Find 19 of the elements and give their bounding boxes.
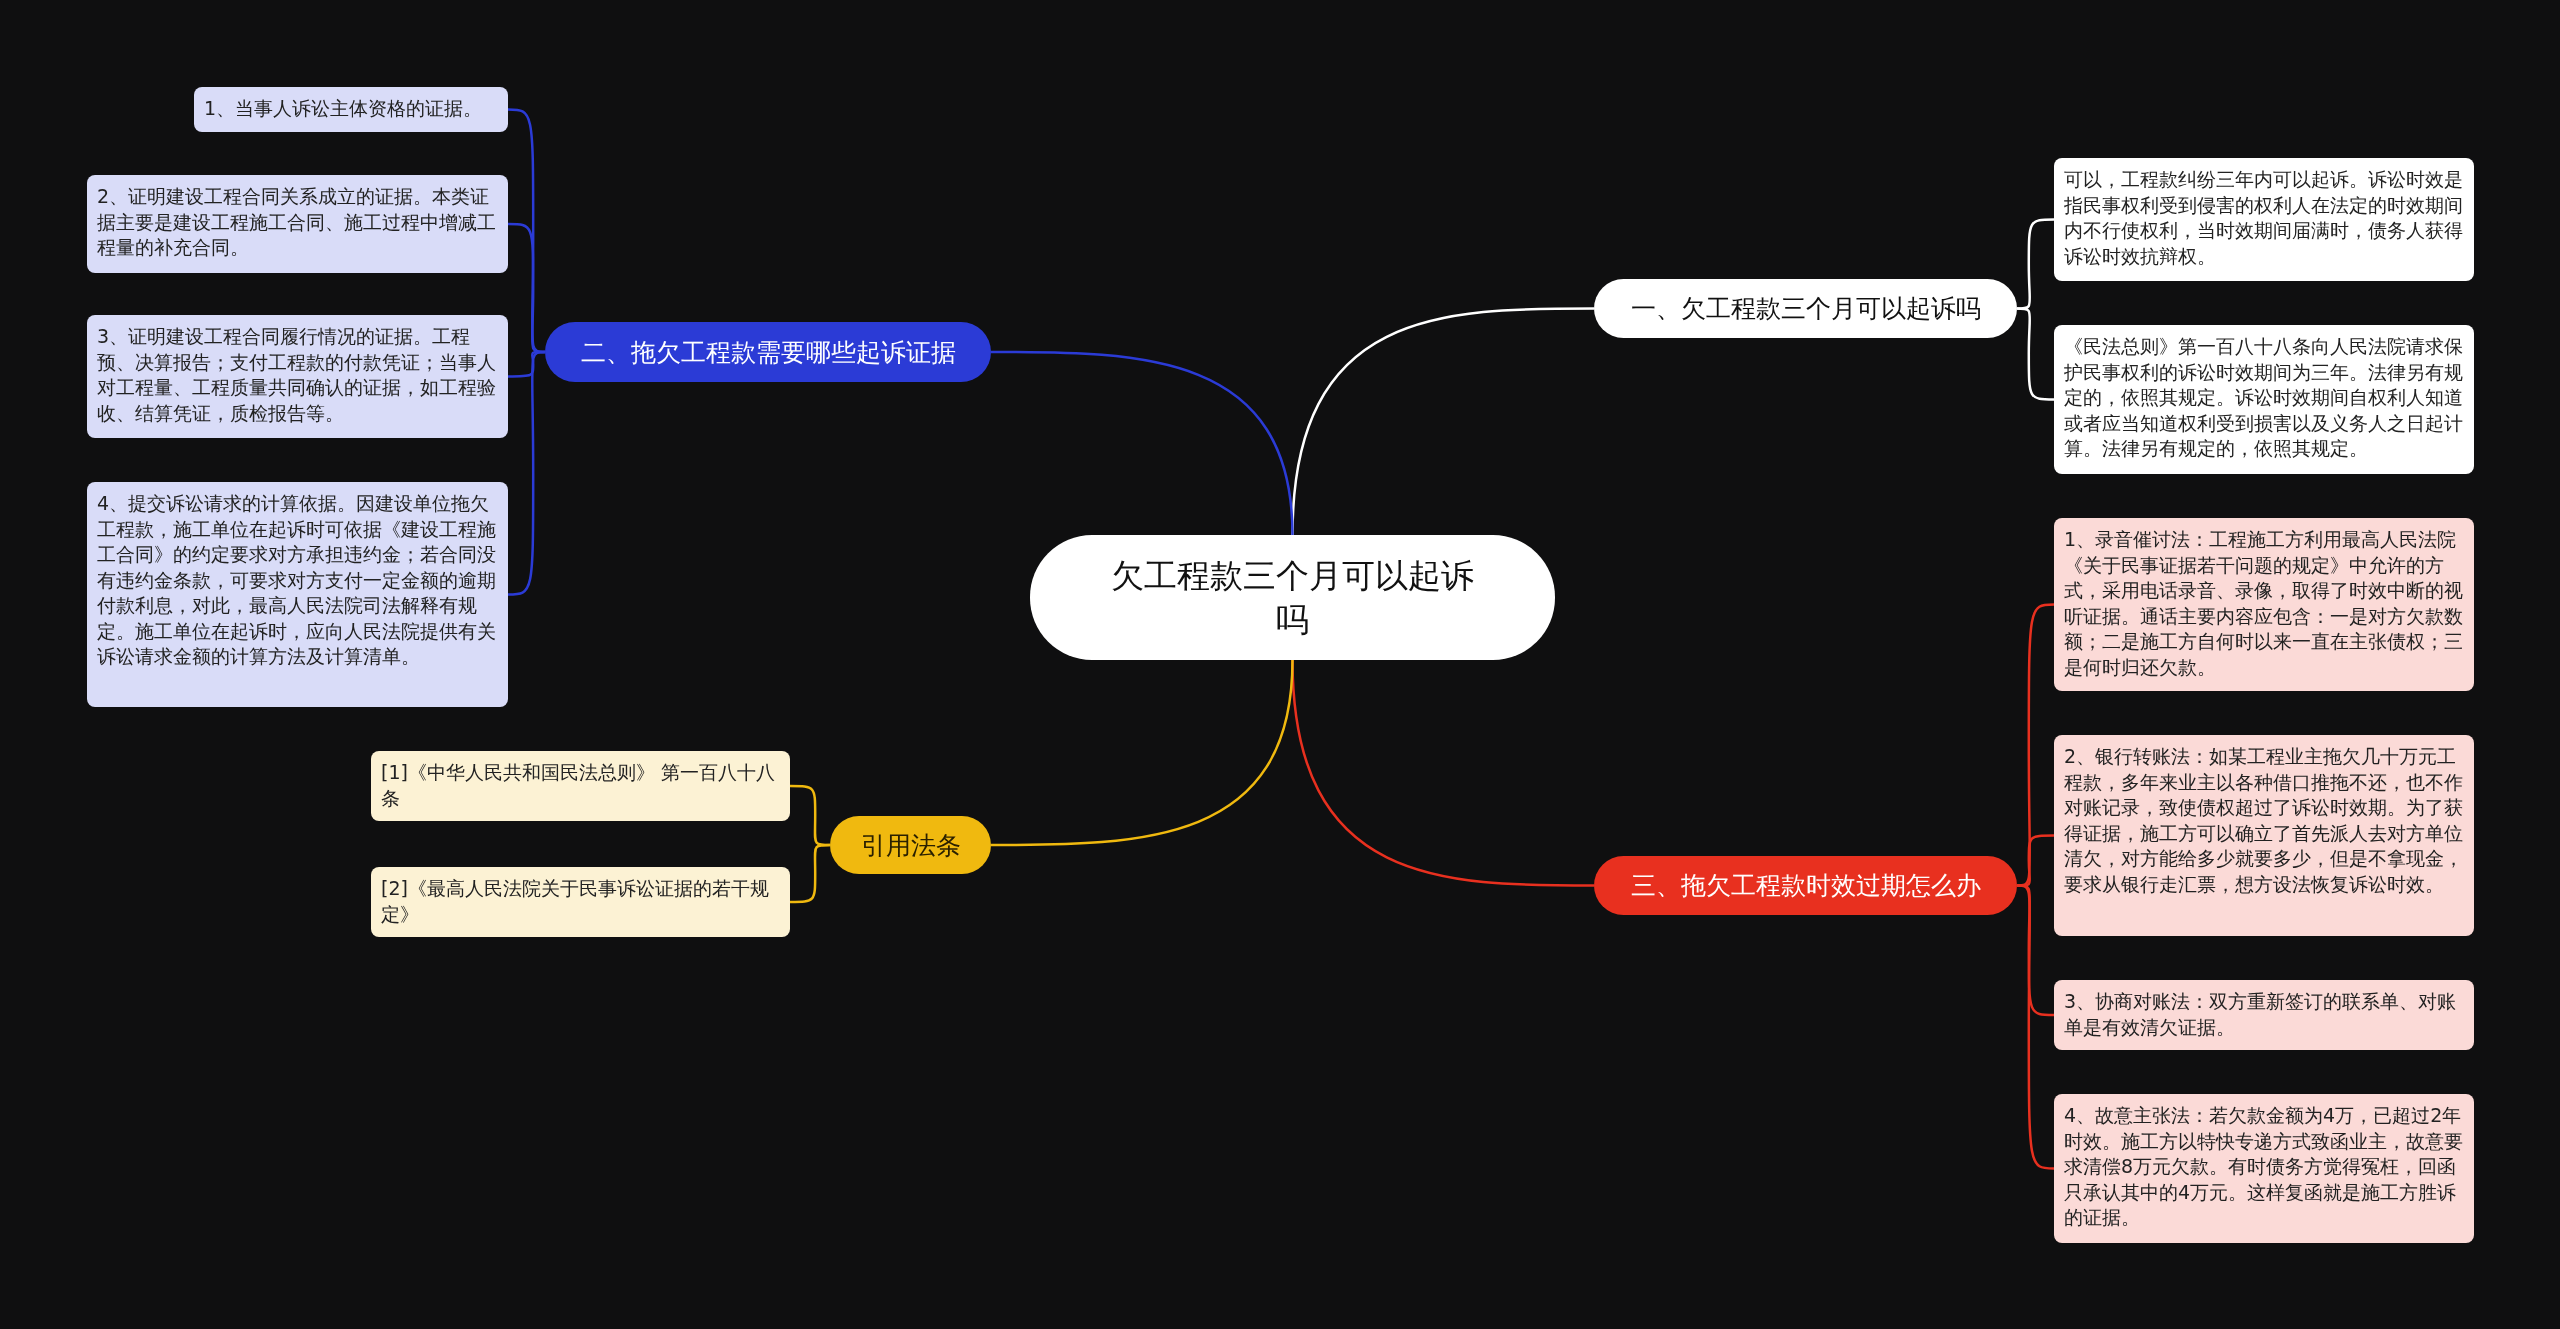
note-card: [2]《最高人民法院关于民事诉讼证据的若干规定》 bbox=[371, 867, 790, 937]
note-card: [1]《中华人民共和国民法总则》 第一百八十八条 bbox=[371, 751, 790, 821]
note-card: 2、证明建设工程合同关系成立的证据。本类证据主要是建设工程施工合同、施工过程中增减工程量的补充合同。 bbox=[87, 175, 508, 273]
central-topic: 欠工程款三个月可以起诉吗 bbox=[1030, 535, 1555, 660]
note-card: 3、证明建设工程合同履行情况的证据。工程预、决算报告；支付工程款的付款凭证；当事人对工程量、工程质量共同确认的证据，如工程验收、结算凭证，质检报告等。 bbox=[87, 315, 508, 438]
note-card: 1、录音催讨法：工程施工方利用最高人民法院《关于民事证据若干问题的规定》中允许的方式，采用电话录音、录像，取得了时效中断的视听证据。通话主要内容应包含：一是对方欠款数额；二是施工方自何时以来一直在主张债权；三是何时归还欠款。 bbox=[2054, 518, 2474, 691]
note-card: 4、故意主张法：若欠款金额为4万，已超过2年时效。施工方以特快专递方式致函业主，故意要求清偿8万元欠款。有时债务方觉得冤枉，回函只承认其中的4万元。这样复函就是施工方胜诉的证据。 bbox=[2054, 1094, 2474, 1243]
note-card: 4、提交诉讼请求的计算依据。因建设单位拖欠工程款，施工单位在起诉时可依据《建设工程施工合同》的约定要求对方承担违约金；若合同没有违约金条款，可要求对方支付一定金额的逾期付款利息，对此，最高人民法院司法解释有规定。施工单位在起诉时，应向人民法院提供有关诉讼请求金额的计算方法及计算清单。 bbox=[87, 482, 508, 707]
branch-topic: 二、拖欠工程款需要哪些起诉证据 bbox=[545, 322, 991, 382]
branch-topic: 一、欠工程款三个月可以起诉吗 bbox=[1594, 279, 2017, 338]
note-card: 《民法总则》第一百八十八条向人民法院请求保护民事权利的诉讼时效期间为三年。法律另有规定的，依照其规定。诉讼时效期间自权利人知道或者应当知道权利受到损害以及义务人之日起计算。法律另有规定的，依照其规定。 bbox=[2054, 325, 2474, 474]
branch-topic: 引用法条 bbox=[830, 816, 991, 874]
note-card: 3、协商对账法：双方重新签订的联系单、对账单是有效清欠证据。 bbox=[2054, 980, 2474, 1050]
note-card: 可以，工程款纠纷三年内可以起诉。诉讼时效是指民事权利受到侵害的权利人在法定的时效期间内不行使权利，当时效期间届满时，债务人获得诉讼时效抗辩权。 bbox=[2054, 158, 2474, 281]
connector-line bbox=[991, 350, 1294, 536]
note-card: 1、当事人诉讼主体资格的证据。 bbox=[194, 87, 508, 132]
connector-line bbox=[991, 659, 1294, 847]
branch-topic: 三、拖欠工程款时效过期怎么办 bbox=[1594, 856, 2017, 915]
note-card: 2、银行转账法：如某工程业主拖欠几十万元工程款，多年来业主以各种借口推拖不还，也不作对账记录，致使债权超过了诉讼时效期。为了获得证据，施工方可以确立了首先派人去对方单位清欠，对方能给多少就要多少，但是不拿现金，要求从银行走汇票，想方设法恢复诉讼时效。 bbox=[2054, 735, 2474, 936]
